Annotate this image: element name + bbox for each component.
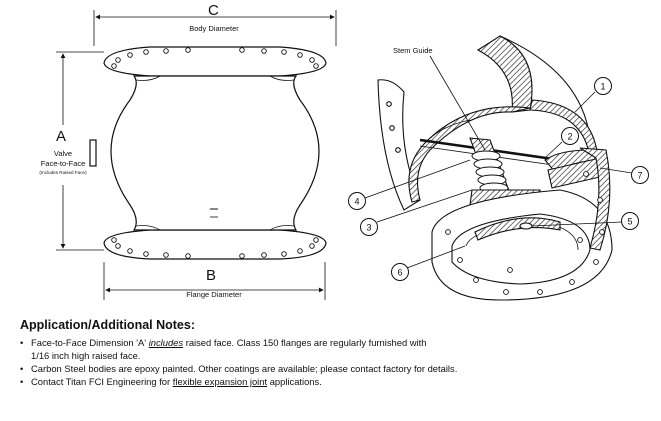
notes-heading: Application/Additional Notes: — [20, 318, 195, 332]
dim-c-label: Body Diameter — [189, 24, 239, 33]
stem-guide-label: Stem Guide — [393, 46, 433, 55]
svg-text:2: 2 — [567, 132, 572, 142]
dim-a-label-line1: Valve — [54, 149, 72, 158]
flexible-expansion-joint-link[interactable]: flexible expansion joint — [172, 376, 268, 387]
svg-text:7: 7 — [637, 171, 642, 181]
callout-5: 5 — [531, 212, 639, 230]
svg-text:6: 6 — [397, 268, 402, 278]
dim-b-letter: B — [206, 267, 216, 284]
note-1-pre: Face-to-Face Dimension 'A' — [31, 337, 149, 348]
dim-a-label-line3: (Includes Raised Face) — [39, 170, 87, 175]
callout-6: 6 — [391, 245, 466, 281]
callout-4: 4 — [348, 159, 471, 210]
note-3-post: applications. — [267, 376, 322, 387]
svg-text:3: 3 — [366, 223, 371, 233]
note-3-pre: Contact Titan FCI Engineering for — [31, 376, 173, 387]
note-1-continuation: 1/16 inch high raised face. — [31, 350, 141, 361]
valve-side-view — [56, 10, 337, 300]
callout-1: 1 — [574, 77, 612, 113]
dim-b-label: Flange Diameter — [186, 290, 242, 299]
cutaway-bolt-holes — [445, 171, 605, 295]
note-item: Carbon Steel bodies are epoxy painted. O… — [20, 362, 655, 375]
dim-a-letter: A — [56, 128, 66, 145]
svg-text:1: 1 — [600, 82, 605, 92]
svg-text:4: 4 — [354, 197, 359, 207]
callout-3: 3 — [360, 189, 473, 236]
stem-guide-leader — [429, 55, 486, 151]
dim-a-label-line2: Face-to-Face — [41, 159, 86, 168]
note-1-post: raised face. Class 150 flanges are regul… — [183, 337, 427, 348]
application-notes: Application/Additional Notes: Face-to-Fa… — [20, 318, 655, 388]
note-2-text: Carbon Steel bodies are epoxy painted. O… — [31, 363, 458, 374]
note-1-emphasis: includes — [148, 337, 184, 348]
valve-technical-diagram: C Body Diameter A Valve Face-to-Face (In… — [39, 2, 649, 301]
flange-bolt-holes — [111, 47, 319, 259]
note-item: Face-to-Face Dimension 'A' includes rais… — [20, 336, 655, 362]
callout-7: 7 — [599, 166, 649, 184]
callout-2: 2 — [544, 127, 579, 159]
dim-c-letter: C — [208, 2, 219, 19]
valve-cutaway-view — [377, 35, 613, 301]
svg-text:5: 5 — [627, 217, 632, 227]
note-item: Contact Titan FCI Engineering for flexib… — [20, 375, 655, 388]
notes-list: Face-to-Face Dimension 'A' includes rais… — [20, 336, 655, 388]
